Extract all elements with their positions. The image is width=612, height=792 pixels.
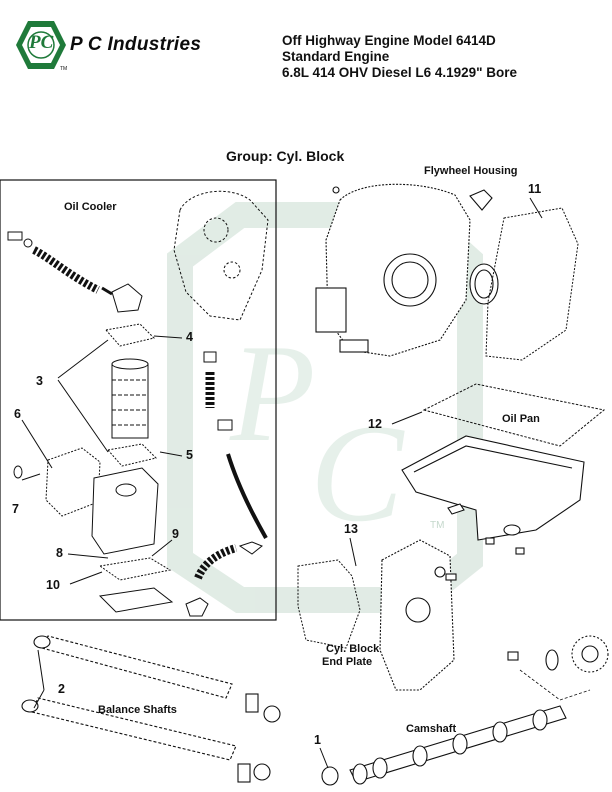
callout-10: 10 (46, 578, 60, 592)
svg-text:C: C (310, 396, 405, 551)
callout-8: 8 (56, 546, 63, 560)
callout-7: 7 (12, 502, 19, 516)
balance-shafts-label: Balance Shafts (98, 704, 177, 716)
camshaft-label: Camshaft (406, 723, 457, 735)
callout-11: 11 (528, 182, 542, 196)
callout-1: 1 (314, 733, 321, 747)
callout-13: 13 (344, 522, 358, 536)
pc-logo-icon (16, 21, 66, 69)
flywheel-housing-label: Flywheel Housing (424, 165, 518, 177)
callout-12: 12 (368, 417, 382, 431)
callout-4: 4 (186, 330, 193, 344)
logo-letters: PC (29, 32, 54, 53)
title-line-2: Standard Engine (282, 49, 390, 64)
callout-2: 2 (58, 682, 65, 696)
callout-3: 3 (36, 374, 43, 388)
end-plate-label-line2: End Plate (322, 656, 373, 668)
title-line-1: Off Highway Engine Model 6414D (282, 33, 496, 48)
company-name: P C Industries (70, 34, 202, 55)
page-title: Off Highway Engine Model 6414D Standard … (282, 33, 517, 81)
oil-pan-label: Oil Pan (502, 413, 540, 425)
end-plate-label-line1: Cyl. Block (326, 643, 380, 655)
watermark-trademark: TM (430, 520, 445, 531)
callout-6: 6 (14, 407, 21, 421)
group-title: Group: Cyl. Block (226, 148, 345, 164)
title-line-3: 6.8L 414 OHV Diesel L6 4.1929" Bore (282, 65, 518, 80)
logo-trademark: TM (60, 66, 68, 72)
oil-cooler-label: Oil Cooler (64, 201, 117, 213)
svg-text:P: P (229, 316, 316, 471)
callout-5: 5 (186, 448, 193, 462)
callout-9: 9 (172, 527, 179, 541)
oil-cooler-frame (0, 179, 277, 621)
